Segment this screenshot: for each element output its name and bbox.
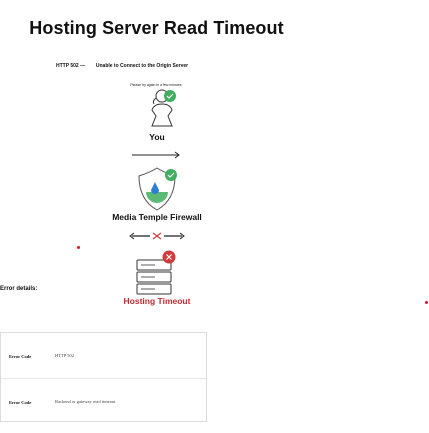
firewall-label: Media Temple Firewall [112, 212, 202, 222]
error-summary: Unable to Connect to the Origin Server [95, 63, 189, 69]
arrow-right-icon [132, 151, 180, 159]
error-summary-line: HTTP 502 — Unable to Connect to the Orig… [56, 63, 276, 69]
ok-icon [165, 169, 177, 181]
red-dot [77, 246, 80, 249]
detail-key: Error Code [9, 354, 32, 359]
detail-value: HTTP 502 [55, 353, 74, 358]
user-icon [151, 89, 176, 127]
error-icon [162, 250, 176, 264]
table-row: Error Code HTTP 502 [1, 333, 206, 377]
error-details-label: Error details: [0, 286, 38, 292]
ok-icon [164, 90, 176, 102]
error-details-table: Error Code HTTP 502 Error Code Backend o… [0, 332, 207, 422]
detail-value: Backend or gateway read timeout [55, 399, 116, 404]
broken-link-icon [129, 232, 185, 240]
table-row: Error Code Backend or gateway read timeo… [1, 378, 206, 423]
dash: — [80, 63, 86, 69]
hosting-label: Hosting Timeout [123, 296, 191, 306]
red-dot [425, 301, 428, 304]
detail-key: Error Code [9, 400, 32, 405]
shield-icon [138, 167, 177, 211]
page-title: Hosting Server Read Timeout [29, 18, 284, 38]
server-icon [136, 250, 176, 295]
you-label: You [149, 132, 165, 142]
retry-hint: Please try again in a few minutes [130, 83, 182, 87]
error-code: HTTP 502 [56, 63, 79, 69]
